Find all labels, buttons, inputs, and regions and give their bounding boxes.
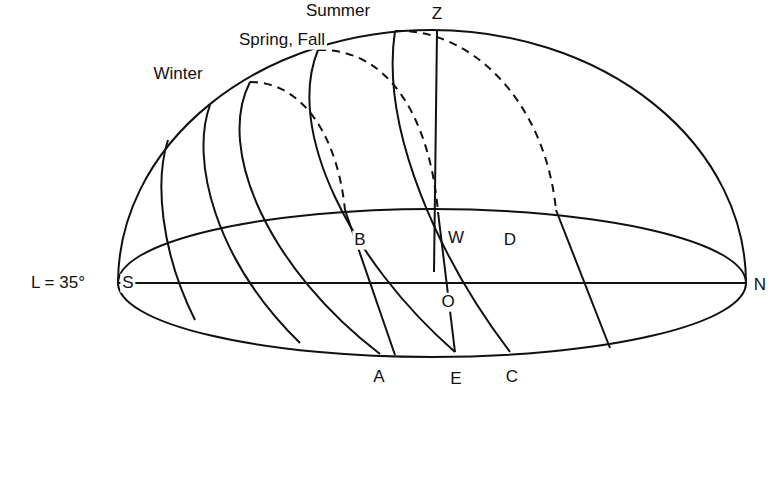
summer-sun-path bbox=[393, 31, 510, 352]
latitude-label: L = 35° bbox=[29, 274, 87, 293]
point-letter: O bbox=[439, 293, 456, 312]
hour-line bbox=[203, 105, 300, 343]
point-letter: Z bbox=[430, 5, 444, 24]
point-letter: N bbox=[752, 276, 768, 295]
winter-sun-path-back bbox=[250, 82, 345, 210]
equinox-sun-path bbox=[309, 50, 455, 352]
summer-sun-path-back bbox=[395, 31, 556, 210]
point-letter: A bbox=[371, 368, 386, 387]
point-letter: W bbox=[446, 229, 466, 248]
hour-line bbox=[345, 210, 395, 355]
dome-outline bbox=[118, 30, 746, 283]
season-label: Summer bbox=[304, 2, 372, 21]
point-letter: C bbox=[504, 368, 520, 387]
south-north-line bbox=[118, 282, 746, 284]
point-letter: B bbox=[352, 231, 367, 250]
point-letter: E bbox=[448, 370, 463, 389]
winter-sun-path bbox=[240, 82, 380, 354]
hour-line bbox=[556, 210, 610, 348]
hour-line bbox=[161, 140, 195, 320]
point-letter: S bbox=[120, 274, 135, 293]
zenith-line bbox=[434, 31, 437, 272]
point-letter: D bbox=[502, 231, 518, 250]
equinox-sun-path-back bbox=[318, 50, 438, 212]
season-label: Spring, Fall bbox=[237, 31, 327, 50]
season-label: Winter bbox=[151, 65, 204, 84]
horizon-ellipse bbox=[118, 209, 746, 357]
